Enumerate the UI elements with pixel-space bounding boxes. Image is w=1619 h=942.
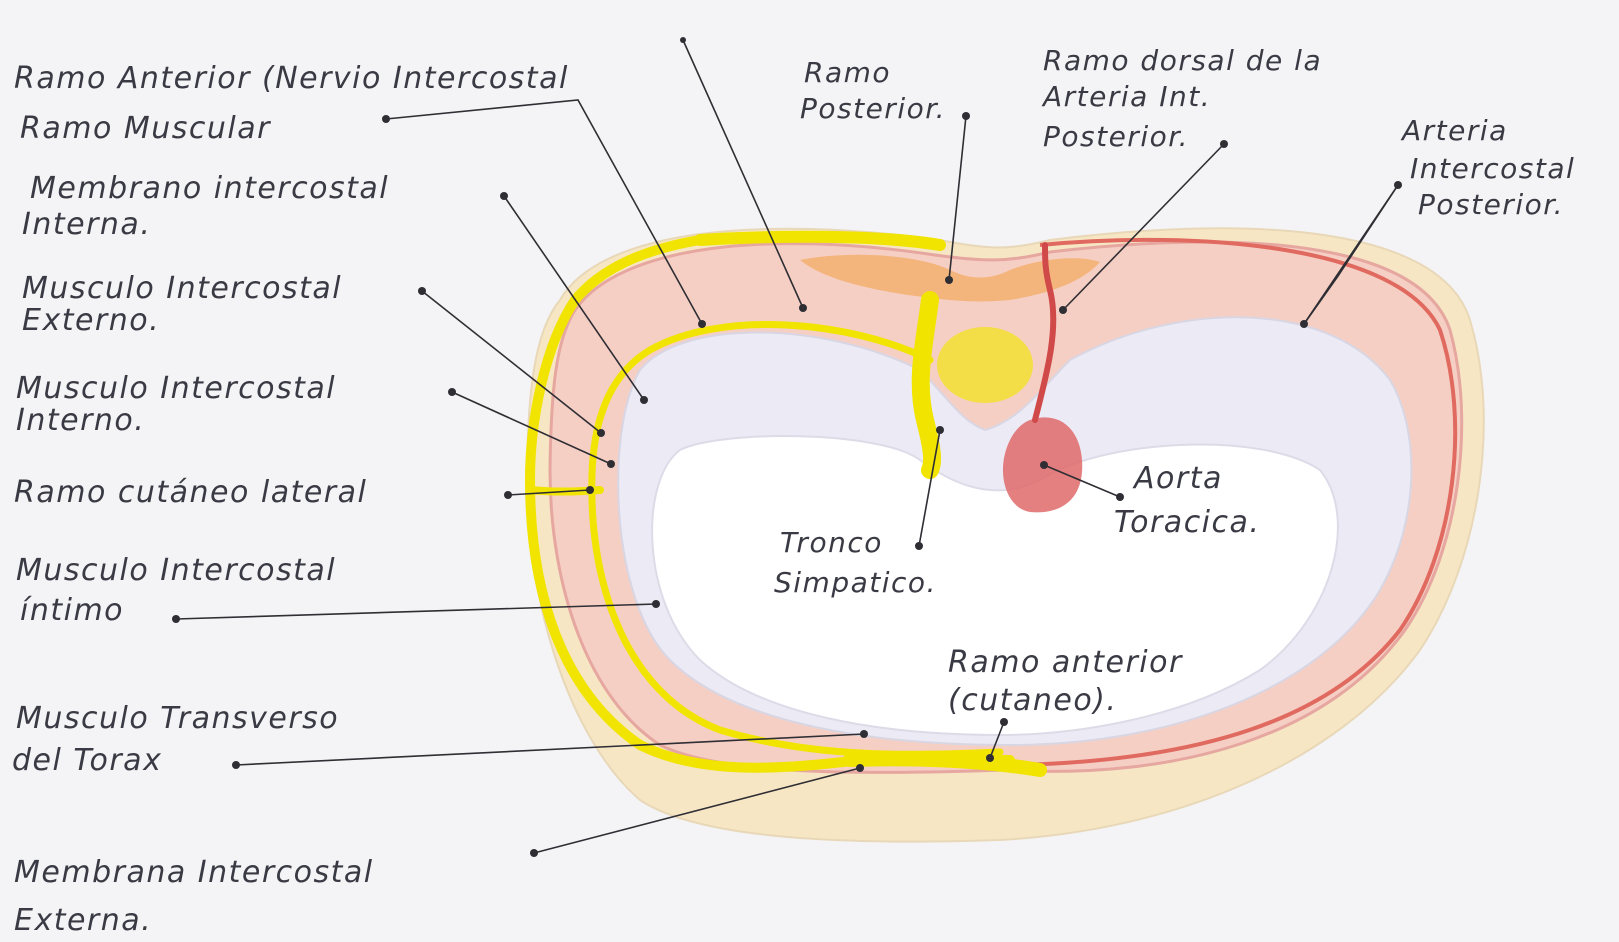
dot-arteria-label bbox=[1394, 181, 1402, 189]
label-arteria-line3: Posterior. bbox=[1418, 188, 1564, 221]
label-aorta-line1: Aorta bbox=[1132, 461, 1223, 496]
label-membrana-externa-line2: Externa. bbox=[14, 903, 152, 938]
dot-musculo-intimo bbox=[652, 600, 660, 608]
label-tronco-line2: Simpatico. bbox=[774, 566, 937, 599]
dot-musculo-transverso bbox=[860, 730, 868, 738]
label-ramo-dorsal-line3: Posterior. bbox=[1043, 120, 1189, 153]
label-musculo-transverso-line2: del Torax bbox=[12, 743, 162, 778]
dot-ramo-posterior-label bbox=[962, 112, 970, 120]
dot-ramo-muscular bbox=[698, 320, 706, 328]
dot-ramo-anterior-label bbox=[680, 37, 686, 43]
dot-tronco bbox=[936, 426, 944, 434]
thorax-drawing bbox=[527, 228, 1484, 841]
dot-musculo-externo bbox=[597, 429, 605, 437]
label-musculo-externo-line2: Externo. bbox=[22, 303, 160, 338]
label-membrana-interna-line2: Interna. bbox=[22, 207, 151, 242]
dot-musculo-transverso-label bbox=[232, 761, 240, 769]
label-membrana-interna-line1: Membrano intercostal bbox=[30, 171, 389, 206]
label-arteria-line2: Intercostal bbox=[1410, 152, 1575, 185]
label-ramo-muscular: Ramo Muscular bbox=[20, 111, 271, 146]
label-ramo-cutaneo-lateral: Ramo cutáneo lateral bbox=[14, 475, 367, 510]
dot-ramo-muscular-label bbox=[382, 115, 390, 123]
dot-ramo-anterior-cut-label bbox=[1000, 718, 1008, 726]
dot-membrana-interna bbox=[640, 396, 648, 404]
label-musculo-intimo-line1: Musculo Intercostal bbox=[16, 553, 336, 588]
dot-arteria bbox=[1300, 320, 1308, 328]
label-ramo-dorsal-line1: Ramo dorsal de la bbox=[1043, 44, 1322, 77]
vertebral-body bbox=[937, 327, 1033, 403]
label-tronco-line1: Tronco bbox=[780, 526, 883, 559]
dot-ramo-anterior-cut bbox=[986, 754, 994, 762]
dot-membrana-interna-label bbox=[500, 192, 508, 200]
dot-ramo-cutaneo bbox=[586, 486, 594, 494]
label-musculo-interno-line1: Musculo Intercostal bbox=[16, 371, 336, 406]
label-ramo-dorsal-line2: Arteria Int. bbox=[1041, 80, 1211, 113]
label-musculo-interno-line2: Interno. bbox=[16, 403, 145, 438]
dot-musculo-externo-label bbox=[418, 287, 426, 295]
label-musculo-transverso-line1: Musculo Transverso bbox=[16, 701, 339, 736]
dot-tronco-label bbox=[915, 542, 923, 550]
dot-musculo-intimo-label bbox=[172, 615, 180, 623]
dot-aorta-label bbox=[1116, 493, 1124, 501]
dot-membrana-externa-label bbox=[530, 849, 538, 857]
dot-ramo-dorsal-label bbox=[1220, 140, 1228, 148]
label-ramo-posterior-line2: Posterior. bbox=[800, 92, 946, 125]
label-membrana-externa-line1: Membrana Intercostal bbox=[14, 855, 374, 890]
label-ramo-anterior-cut-line2: (cutaneo). bbox=[948, 683, 1117, 718]
label-ramo-anterior-nervio: Ramo Anterior (Nervio Intercostal bbox=[14, 61, 569, 96]
dot-ramo-anterior-nervio bbox=[799, 304, 807, 312]
label-aorta-line2: Toracica. bbox=[1114, 505, 1260, 540]
dot-ramo-posterior bbox=[945, 276, 953, 284]
dot-musculo-interno bbox=[607, 460, 615, 468]
label-ramo-posterior-line1: Ramo bbox=[804, 56, 891, 89]
label-arteria-line1: Arteria bbox=[1400, 114, 1508, 147]
dot-musculo-interno-label bbox=[448, 388, 456, 396]
label-musculo-intimo-line2: íntimo bbox=[20, 593, 124, 628]
label-musculo-externo-line1: Musculo Intercostal bbox=[22, 271, 342, 306]
dot-ramo-cutaneo-label bbox=[504, 491, 512, 499]
dot-aorta bbox=[1040, 461, 1048, 469]
dot-membrana-externa bbox=[856, 764, 864, 772]
dot-ramo-dorsal bbox=[1059, 306, 1067, 314]
label-ramo-anterior-cut-line1: Ramo anterior bbox=[948, 645, 1183, 680]
